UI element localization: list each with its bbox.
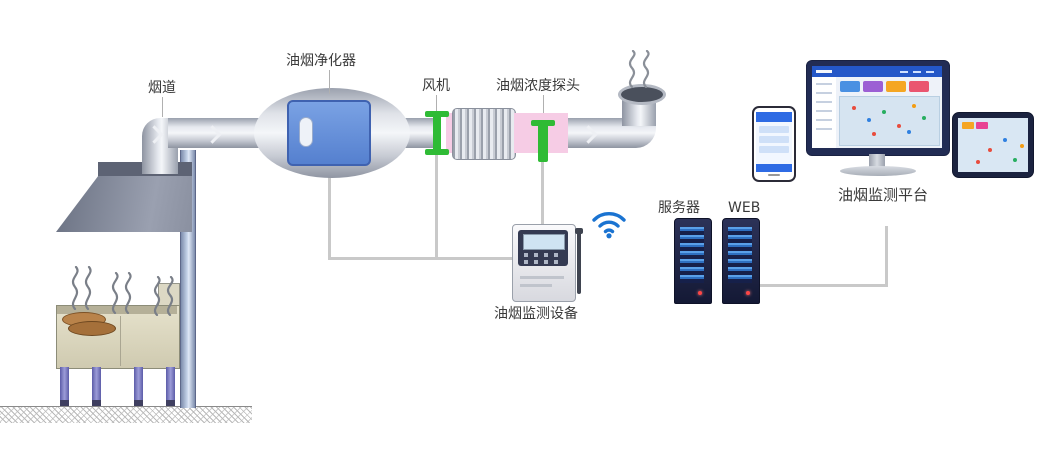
dashboard-menu — [900, 70, 938, 73]
duct-outlet-mouth — [618, 84, 666, 105]
device-screen — [523, 234, 565, 250]
leader-fan — [436, 95, 437, 111]
phone-row — [759, 136, 789, 143]
device-buttons — [524, 260, 562, 264]
monitor-screen — [812, 66, 942, 148]
device-text-line — [520, 284, 552, 287]
monitor-stand-neck — [869, 154, 885, 168]
stove-divider — [120, 316, 121, 366]
signal-line-fan — [435, 155, 438, 260]
tablet — [952, 112, 1034, 178]
steam-icon — [111, 272, 132, 314]
leader-flue — [162, 97, 163, 117]
fan-icon — [425, 149, 449, 155]
phone-home-indicator — [768, 174, 780, 176]
antenna-icon — [577, 232, 581, 294]
server-led — [698, 291, 702, 295]
wifi-icon — [592, 212, 626, 239]
phone-screen — [756, 112, 792, 172]
dashboard-header — [812, 66, 942, 77]
label-server: 服务器 — [658, 200, 700, 216]
duct-segment-3 — [566, 118, 618, 148]
fan-icon — [433, 111, 441, 155]
map-dot — [1013, 158, 1017, 162]
map-dot — [988, 148, 992, 152]
signal-line-horizontal — [328, 257, 514, 260]
signal-line-probe — [541, 162, 544, 224]
hood-flare — [56, 176, 192, 232]
map-dot — [1020, 144, 1024, 148]
purifier-slot — [299, 117, 313, 147]
map-dot — [867, 118, 871, 122]
device-text-line — [520, 276, 564, 279]
dashboard-logo — [816, 70, 832, 73]
label-fan: 风机 — [422, 78, 450, 94]
device-buttons — [524, 253, 562, 257]
phone-row — [759, 146, 789, 153]
food-item — [68, 321, 116, 336]
stat-chip — [976, 122, 988, 129]
phone — [752, 106, 796, 182]
stat-chip — [840, 81, 860, 92]
label-flue: 烟道 — [148, 80, 176, 96]
phone-navbar — [756, 164, 792, 172]
server-platform-line-v — [885, 226, 888, 287]
map-dot — [852, 106, 856, 110]
map-dot — [872, 132, 876, 136]
phone-header — [756, 112, 792, 122]
map-dot — [882, 110, 886, 114]
stat-chip — [863, 81, 883, 92]
label-web: WEB — [728, 200, 761, 216]
map-dot — [897, 124, 901, 128]
steam-icon — [628, 50, 650, 88]
stove-body — [56, 305, 180, 369]
server-platform-line-h — [760, 284, 888, 287]
map-dot — [976, 160, 980, 164]
signal-line-purifier — [328, 177, 331, 260]
stove-leg — [166, 367, 175, 406]
leader-probe — [543, 95, 544, 113]
duct-segment-1 — [168, 118, 260, 148]
dashboard-sidebar-items — [816, 83, 832, 135]
map-dot — [912, 104, 916, 108]
server-slats — [680, 227, 704, 283]
server-slats — [728, 227, 752, 283]
label-monitoring-device: 油烟监测设备 — [494, 306, 578, 322]
stove-top-strip — [57, 306, 177, 314]
server-led — [746, 291, 750, 295]
probe-bar — [538, 120, 548, 162]
steam-icon — [71, 266, 92, 310]
label-probe: 油烟浓度探头 — [496, 78, 580, 94]
stove-leg — [60, 367, 69, 406]
stove-leg — [92, 367, 101, 406]
leader-purifier — [329, 70, 330, 94]
label-purifier: 油烟净化器 — [286, 53, 356, 69]
stat-chip — [886, 81, 906, 92]
map-dot — [1003, 138, 1007, 142]
map-dot — [922, 116, 926, 120]
ground-hatch — [0, 406, 252, 423]
map-area — [839, 96, 940, 146]
steam-icon — [153, 276, 174, 316]
stat-chip — [909, 81, 929, 92]
flexible-bellows — [452, 108, 516, 160]
antenna-icon — [575, 228, 583, 234]
tablet-screen — [958, 118, 1028, 172]
stove-leg — [134, 367, 143, 406]
phone-row — [759, 126, 789, 133]
label-platform: 油烟监测平台 — [837, 186, 928, 204]
monitor-stand-base — [840, 166, 916, 176]
stat-chip — [962, 122, 974, 129]
map-dot — [907, 130, 911, 134]
